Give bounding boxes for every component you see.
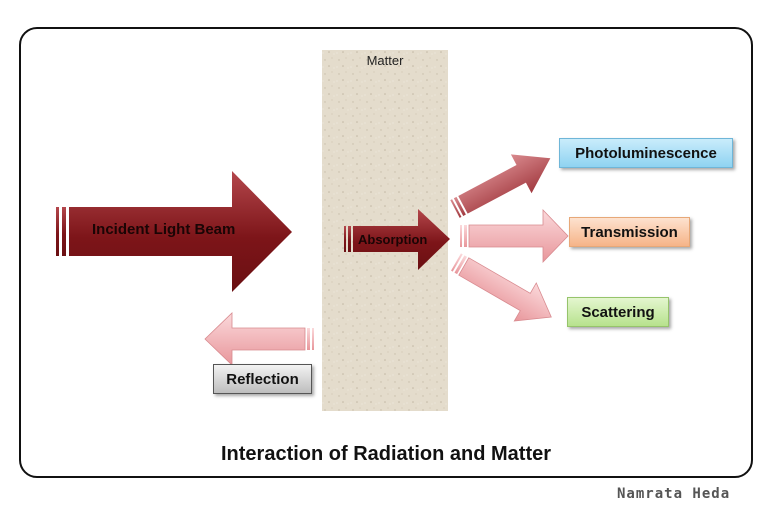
transmission-box: Transmission bbox=[569, 217, 690, 247]
transmission-arrow bbox=[460, 209, 569, 263]
incident-arrow bbox=[56, 171, 292, 292]
reflection-box: Reflection bbox=[213, 364, 312, 394]
scattering-arrow bbox=[451, 253, 552, 322]
matter-label: Matter bbox=[366, 53, 404, 68]
diagram-title: Interaction of Radiation and Matter bbox=[220, 443, 552, 465]
absorption-arrow bbox=[344, 209, 450, 270]
scattering-box: Scattering bbox=[567, 297, 669, 327]
absorption-label: Absorption bbox=[358, 232, 428, 247]
photoluminescence-arrow bbox=[450, 154, 551, 218]
photoluminescence-box: Photoluminescence bbox=[559, 138, 733, 168]
reflection-arrow bbox=[204, 312, 314, 366]
incident-light-beam-label: Incident Light Beam bbox=[92, 221, 236, 238]
author-credit: Namrata Heda bbox=[617, 486, 731, 502]
